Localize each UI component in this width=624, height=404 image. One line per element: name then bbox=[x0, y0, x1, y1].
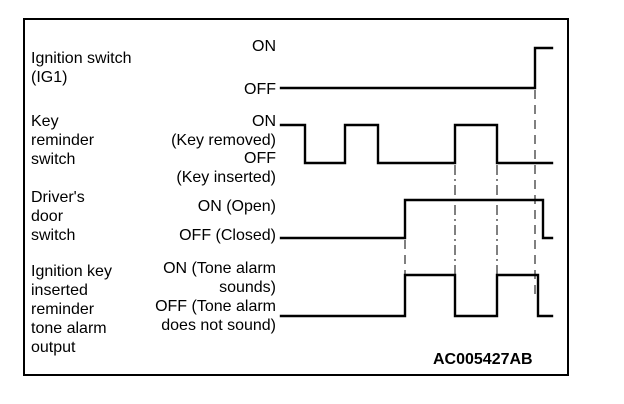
tone-alarm-name-line-2: inserted bbox=[31, 282, 88, 299]
tone-alarm-name-line-1: Ignition key bbox=[31, 263, 112, 280]
door-switch-name: Driver's door switch bbox=[31, 188, 85, 245]
key-reminder-on-text-2: (Key removed) bbox=[171, 132, 276, 149]
key-reminder-off-label: OFF (Key inserted) bbox=[176, 149, 276, 187]
tone-alarm-waveform bbox=[279, 273, 554, 318]
tone-alarm-off-label: OFF (Tone alarm does not sound) bbox=[155, 297, 276, 335]
tone-alarm-off-text-1: OFF (Tone alarm bbox=[155, 298, 276, 315]
ignition-switch-name-line-1: Ignition switch bbox=[31, 50, 132, 67]
key-reminder-waveform bbox=[279, 123, 554, 165]
ignition-switch-off-text: OFF bbox=[244, 81, 276, 98]
tone-alarm-on-text-1: ON (Tone alarm bbox=[163, 260, 276, 277]
key-reminder-name-line-3: switch bbox=[31, 151, 76, 168]
tone-alarm-output-name: Ignition key inserted reminder tone alar… bbox=[31, 262, 112, 357]
door-switch-name-line-1: Driver's bbox=[31, 189, 85, 206]
door-switch-on-text: ON (Open) bbox=[197, 198, 276, 215]
ignition-switch-waveform bbox=[279, 46, 554, 90]
door-switch-name-line-2: door bbox=[31, 208, 64, 225]
tone-alarm-off-text-2: does not sound) bbox=[161, 317, 276, 334]
ignition-switch-on-text: ON bbox=[252, 38, 276, 55]
key-reminder-name-line-2: reminder bbox=[31, 132, 95, 149]
door-switch-name-line-3: switch bbox=[31, 227, 76, 244]
tone-alarm-name-line-3: reminder bbox=[31, 301, 95, 318]
key-reminder-off-text-1: OFF bbox=[244, 150, 276, 167]
tone-alarm-name-line-5: output bbox=[31, 339, 76, 356]
key-reminder-off-text-2: (Key inserted) bbox=[176, 169, 276, 186]
door-switch-waveform bbox=[279, 198, 554, 240]
ignition-switch-off-label: OFF bbox=[244, 80, 276, 99]
key-reminder-switch-name: Key reminder switch bbox=[31, 112, 94, 169]
key-reminder-on-label: ON (Key removed) bbox=[171, 112, 276, 150]
key-reminder-name-line-1: Key bbox=[31, 113, 59, 130]
ignition-switch-on-label: ON bbox=[252, 37, 276, 56]
diagram-frame bbox=[23, 18, 569, 376]
tone-alarm-name-line-4: tone alarm bbox=[31, 320, 107, 337]
tone-alarm-on-text-2: sounds) bbox=[219, 279, 276, 296]
door-switch-on-label: ON (Open) bbox=[198, 197, 276, 216]
tone-alarm-on-label: ON (Tone alarm sounds) bbox=[163, 259, 276, 297]
door-switch-off-text: OFF (Closed) bbox=[179, 227, 276, 244]
key-reminder-on-text-1: ON bbox=[252, 113, 276, 130]
ignition-switch-name-line-2: (IG1) bbox=[31, 69, 68, 86]
figure-code: AC005427AB bbox=[433, 351, 533, 368]
door-switch-off-label: OFF (Closed) bbox=[179, 226, 276, 245]
ignition-switch-name: Ignition switch (IG1) bbox=[31, 49, 132, 87]
